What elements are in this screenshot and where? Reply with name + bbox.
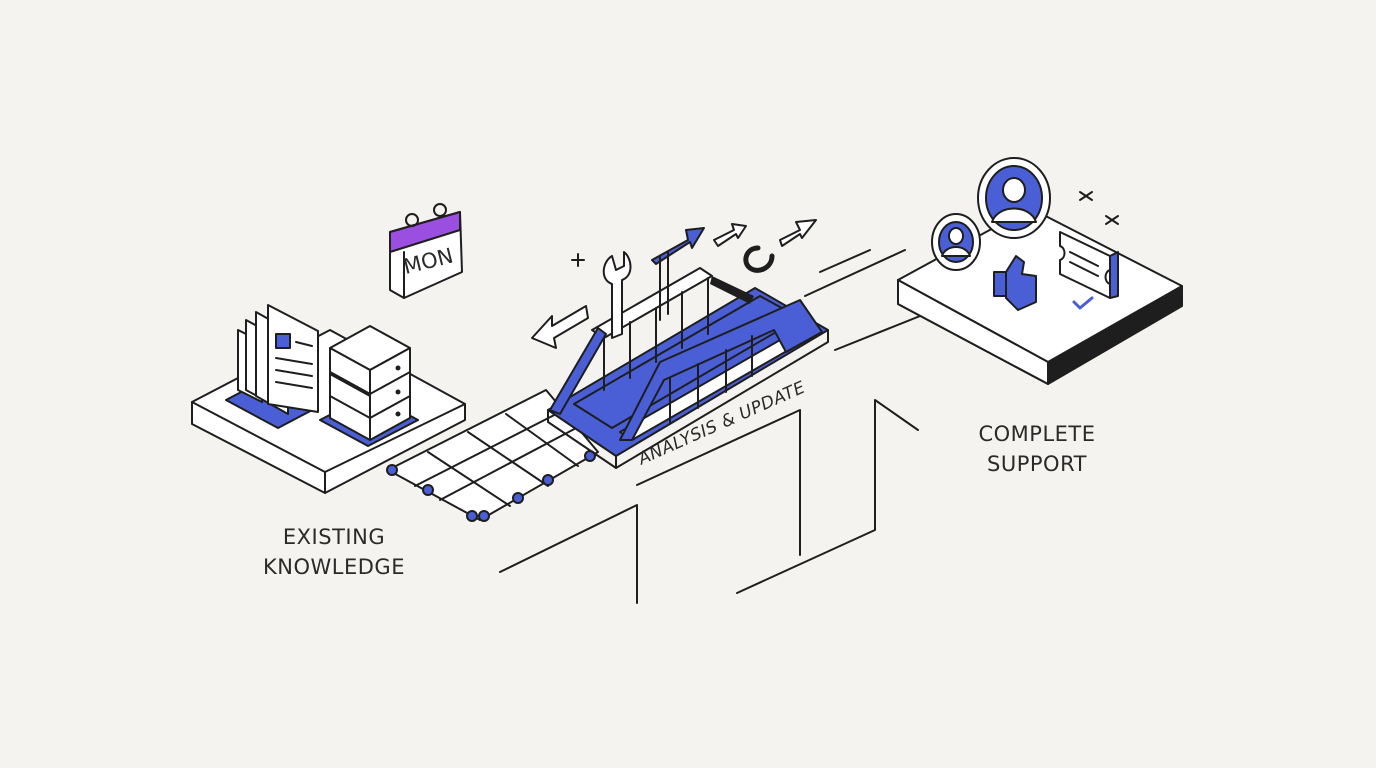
arrow-right-icon	[651, 227, 705, 321]
server-icon	[319, 325, 419, 447]
existing-knowledge-label: EXISTING KNOWLEDGE	[263, 525, 405, 579]
refresh-icon	[743, 245, 775, 273]
calendar-icon: MON	[389, 203, 463, 299]
small-arrow-icon	[713, 223, 747, 247]
double-arrow-icon	[779, 219, 817, 247]
arrow-left-icon	[531, 305, 589, 349]
terrain-lines	[499, 249, 961, 604]
middle-tools	[531, 219, 817, 349]
ticket-icon	[1059, 231, 1119, 299]
complete-label-line-1: COMPLETE	[978, 422, 1095, 446]
user-avatar-icon	[931, 213, 981, 271]
wrench-icon	[602, 251, 632, 339]
user-avatar-icon	[977, 157, 1051, 239]
sparkle-icons	[1079, 191, 1119, 225]
checkmark-icon	[1072, 296, 1094, 310]
existing-label-line-1: EXISTING	[283, 525, 385, 549]
conveyor-belt	[386, 389, 599, 522]
thumbs-up-icon	[993, 255, 1037, 311]
existing-label-line-2: KNOWLEDGE	[263, 555, 405, 579]
document-stack-icon	[225, 304, 319, 429]
complete-support-label: COMPLETE SUPPORT	[978, 422, 1095, 476]
complete-label-line-2: SUPPORT	[987, 452, 1087, 476]
plus-icon	[571, 253, 585, 267]
bridge-structure	[547, 267, 829, 469]
